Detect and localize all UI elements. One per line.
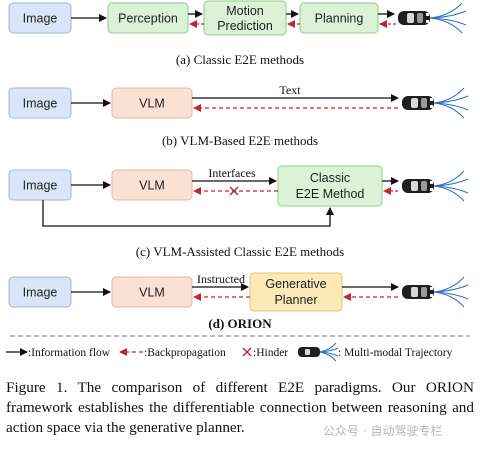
image-box-b-label: Image [23,97,58,111]
generative-planner-box [249,272,343,312]
caption-b: (b) VLM-Based E2E methods [162,133,318,148]
interfaces-label: Interfaces [208,166,256,180]
legend-hinder-label: :Hinder [253,347,288,359]
classic-label-1: Classic [310,171,350,185]
legend-hinder-icon [242,347,252,357]
car-icon [402,285,434,299]
watermark: 公众号 · 自动驾驶专栏 [323,424,443,438]
classic-e2e-box [277,165,383,207]
legend-trajectory-icon [319,342,339,362]
caption-c: (c) VLM-Assisted Classic E2E methods [136,244,344,259]
car-icon [398,11,430,25]
motion-label-1: Motion [226,4,264,18]
image-box-c-label: Image [23,179,58,193]
vlm-box-c [111,169,193,201]
legend: :Information flow :Backpropagation :Hind… [6,342,453,362]
panel-a: Image Perception Motion Prediction Plann… [8,0,467,67]
perception-box [107,2,189,34]
planning-label: Planning [315,12,364,26]
classic-label-2: E2E Method [296,187,365,201]
image-box-a-label: Image [23,12,58,26]
car-icon [402,179,434,193]
perception-label: Perception [118,12,178,26]
hinder-icon [229,186,239,196]
figure-caption-text: The comparison of different E2E paradigm… [6,379,474,436]
caption-d: (d) ORION [208,316,272,331]
panel-c: Image VLM Classic E2E Method Interfaces … [8,165,469,259]
legend-backprop-label: :Backpropagation [144,347,226,359]
car-icon [402,96,434,110]
trajectory-icon [433,276,469,308]
legend-trajectory-label: : Multi-modal Trajectory [338,347,453,359]
trajectory-icon [429,2,467,34]
paradigm-figure: Image Perception Motion Prediction Plann… [6,0,470,362]
legend-info-label: :Information flow [28,347,111,359]
vlm-box-c-label: VLM [139,179,165,193]
planning-box [299,2,379,34]
panel-d: Image VLM Generative Planner Instructed … [8,272,469,331]
legend-car-icon [298,347,320,357]
vlm-box-b [111,87,193,119]
figure-caption: Figure 1. The comparison of different E2… [6,378,474,438]
vlm-box-d-label: VLM [139,286,165,300]
text-output-label: Text [279,83,301,97]
vlm-box-b-label: VLM [139,97,165,111]
trajectory-icon [433,87,469,119]
caption-a: (a) Classic E2E methods [176,52,304,67]
motion-prediction-box [203,0,287,36]
generative-label-2: Planner [274,293,317,307]
figure-caption-label: Figure 1. [6,379,68,396]
image-box-d-label: Image [23,286,58,300]
instructed-label: Instructed [197,272,245,286]
info-arrow-c4 [42,200,334,227]
panel-b: Image VLM Text (b) VLM-Based E2E methods [8,83,469,148]
generative-label-1: Generative [265,277,326,291]
motion-label-2: Prediction [217,19,273,33]
trajectory-icon [433,170,469,202]
vlm-box-d [111,276,193,308]
